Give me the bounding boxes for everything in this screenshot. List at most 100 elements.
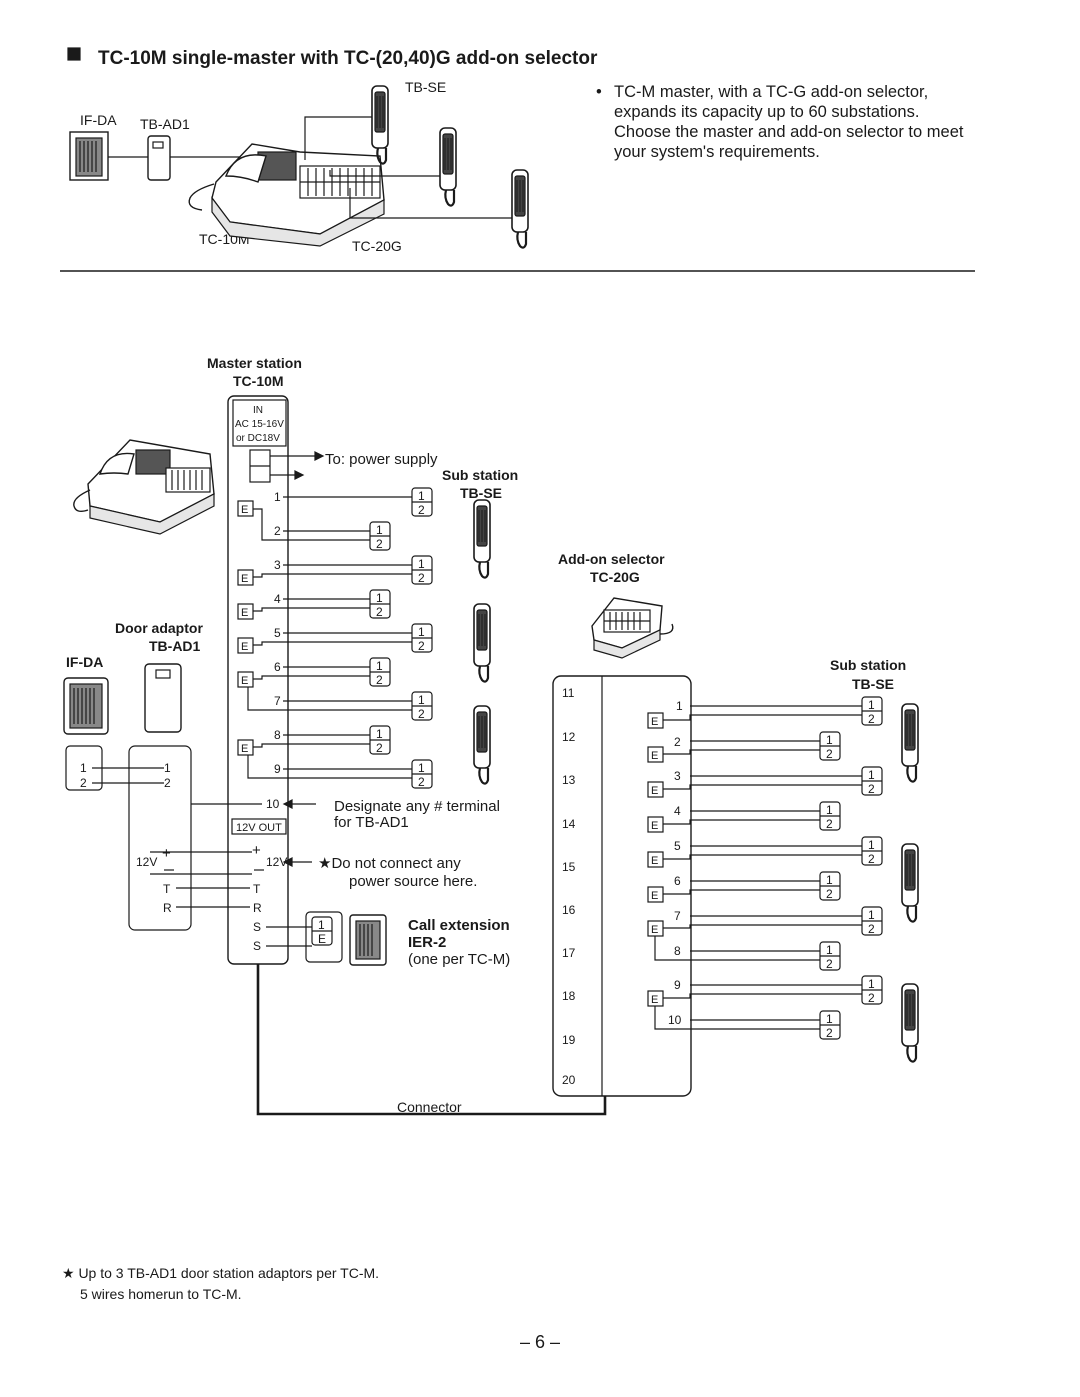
svg-text:20: 20 [562, 1073, 576, 1087]
call-ext-line3: (one per TC-M) [408, 951, 510, 968]
footnote: ★ Up to 3 TB-AD1 door station adaptors p… [62, 1263, 379, 1305]
master-title-line1: Master station [207, 355, 302, 371]
addon-wiring [654, 705, 862, 1030]
master-ac-label: AC 15-16V [235, 419, 284, 430]
connector-cable [256, 964, 607, 1116]
ier-2-icon [349, 914, 387, 966]
svg-text:1: 1 [826, 943, 833, 957]
master-terminal-4: 4 [274, 592, 281, 606]
svg-text:2: 2 [826, 957, 833, 971]
heading-title: TC-10M single-master with TC-(20,40)G ad… [98, 48, 598, 69]
svg-text:E: E [241, 743, 248, 755]
svg-text:E: E [651, 890, 658, 902]
svg-text:2: 2 [868, 991, 875, 1005]
master-terminal-8: 8 [274, 728, 281, 742]
svg-text:15: 15 [562, 860, 576, 874]
svg-text:1: 1 [868, 838, 875, 852]
svg-text:11: 11 [562, 686, 575, 700]
svg-text:14: 14 [562, 817, 576, 831]
addon-selector-icon [591, 597, 674, 659]
svg-text:2: 2 [826, 887, 833, 901]
svg-text:1: 1 [868, 698, 875, 712]
svg-text:5: 5 [674, 839, 681, 853]
top-tb-se-label: TB-SE [405, 79, 446, 95]
master-terminal-list: 1 2 3 4 5 6 7 8 9 10 [266, 490, 281, 811]
svg-text:1: 1 [376, 727, 383, 741]
right-handset-1 [900, 702, 920, 783]
bullet-dot: • [596, 83, 602, 101]
donot-note-line1: ★Do not connect any [318, 855, 461, 872]
right-handset-3 [900, 982, 920, 1063]
svg-text:R: R [253, 901, 262, 915]
svg-text:1: 1 [676, 699, 683, 713]
master-12v-label: 12V [266, 855, 287, 869]
svg-text:3: 3 [674, 769, 681, 783]
master-wiring [247, 496, 412, 779]
svg-text:1: 1 [376, 591, 383, 605]
master-phone-icon [73, 439, 215, 535]
svg-text:2: 2 [868, 712, 875, 726]
svg-text:1: 1 [826, 733, 833, 747]
master-terminal-7: 7 [274, 694, 281, 708]
master-terminal-10: 10 [266, 797, 280, 811]
sub-station-left-line2: TB-SE [460, 485, 502, 501]
door-adaptor-line2: TB-AD1 [149, 638, 201, 654]
top-diagram: IF-DA TB-AD1 TB-SE TC-10M TC-20G [69, 79, 530, 254]
master-terminal-2: 2 [274, 524, 281, 538]
svg-text:2: 2 [418, 571, 425, 585]
svg-text:9: 9 [674, 978, 681, 992]
svg-text:E: E [241, 607, 248, 619]
sub-station-left-line1: Sub station [442, 467, 518, 483]
svg-text:1: 1 [318, 918, 325, 932]
svg-text:1: 1 [868, 768, 875, 782]
svg-text:E: E [241, 675, 248, 687]
svg-text:2: 2 [418, 503, 425, 517]
footnote-line2: 5 wires homerun to TC-M. [80, 1286, 242, 1302]
description-text: TC-M master, with a TC-G add-on selector… [614, 83, 964, 161]
svg-text:12: 12 [562, 730, 576, 744]
svg-text:1: 1 [826, 1012, 833, 1026]
designate-note-line2: for TB-AD1 [334, 814, 409, 831]
sub-station-right-line2: TB-SE [852, 676, 894, 692]
door-adaptor-line1: Door adaptor [115, 620, 203, 636]
addon-title-line1: Add-on selector [558, 551, 665, 567]
svg-text:2: 2 [164, 776, 171, 790]
top-master-icon [188, 143, 385, 247]
svg-text:2: 2 [376, 741, 383, 755]
addon-row-numbers: 11 12 13 14 15 16 17 18 19 20 [562, 686, 576, 1087]
master-terminal-5: 5 [274, 626, 281, 640]
master-terminal-6: 6 [274, 660, 281, 674]
svg-text:1: 1 [826, 803, 833, 817]
svg-text:2: 2 [376, 605, 383, 619]
svg-text:19: 19 [562, 1033, 576, 1047]
top-tc-20g-label: TC-20G [352, 238, 402, 254]
svg-text:1: 1 [418, 489, 425, 503]
svg-text:1: 1 [418, 761, 425, 775]
top-if-da-icon [69, 131, 109, 181]
svg-text:1: 1 [868, 977, 875, 991]
svg-text:2: 2 [418, 775, 425, 789]
right-handset-2 [900, 842, 920, 923]
designate-note-line1: Designate any # terminal [334, 798, 500, 815]
master-12v-out-label: 12V OUT [236, 822, 282, 834]
svg-text:6: 6 [674, 874, 681, 888]
svg-text:1: 1 [868, 908, 875, 922]
svg-text:2: 2 [826, 817, 833, 831]
svg-text:2: 2 [418, 707, 425, 721]
svg-text:E: E [241, 641, 248, 653]
svg-text:E: E [241, 504, 248, 516]
svg-text:E: E [651, 820, 658, 832]
svg-text:1: 1 [80, 761, 87, 775]
description-bullet: • TC-M master, with a TC-G add-on select… [596, 82, 976, 162]
svg-text:T: T [163, 882, 171, 896]
svg-text:2: 2 [868, 922, 875, 936]
addon-e-terminals: E E E E E E E E [647, 712, 664, 1007]
svg-text:4: 4 [674, 804, 681, 818]
power-supply-note: To: power supply [325, 451, 438, 468]
svg-text:2: 2 [418, 639, 425, 653]
master-terminal-9: 9 [274, 762, 281, 776]
tb-ad1-icon [144, 663, 182, 733]
svg-text:E: E [651, 750, 658, 762]
svg-text:R: R [163, 901, 172, 915]
